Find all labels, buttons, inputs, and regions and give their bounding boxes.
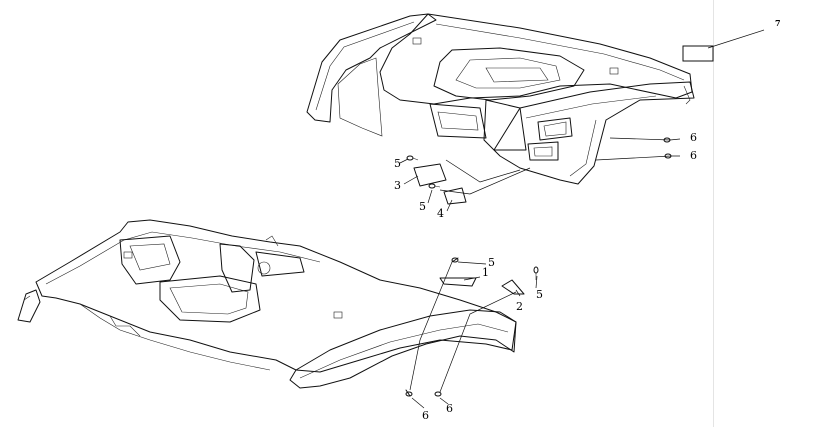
callout-label-7: 7 <box>775 18 781 28</box>
front-decal-3 <box>413 163 447 187</box>
callout-front-6a: 6 <box>690 131 697 144</box>
callout-rear-1: 1 <box>482 266 489 279</box>
callout-front-4: 4 <box>437 207 444 220</box>
callout-front-5a: 5 <box>394 157 401 170</box>
rear-leader-lines <box>409 261 538 409</box>
front-decal-4 <box>443 187 467 205</box>
label-7-box <box>682 45 714 62</box>
callout-rear-6b: 6 <box>446 402 453 415</box>
front-leader-lines <box>399 29 765 212</box>
front-body-assembly <box>306 13 695 185</box>
callout-front-5b: 5 <box>419 200 426 213</box>
frame-border <box>713 0 714 427</box>
rear-nut-6a <box>405 389 413 397</box>
rear-decal-2 <box>501 279 525 295</box>
callout-front-3: 3 <box>394 179 401 192</box>
rear-rivet-5a <box>451 257 459 263</box>
rear-decal-1 <box>439 277 477 287</box>
front-rivet-5b <box>428 183 441 189</box>
callout-rear-5b: 5 <box>536 288 543 301</box>
rear-nut-6b <box>434 391 442 397</box>
callout-front-6b: 6 <box>690 149 697 162</box>
front-rivet-5a <box>406 155 419 161</box>
rear-rivet-5b <box>533 266 539 280</box>
callout-rear-6a: 6 <box>422 409 429 422</box>
callout-rear-2: 2 <box>516 300 523 313</box>
rear-body-assembly <box>17 219 517 389</box>
callout-rear-5a: 5 <box>488 256 495 269</box>
